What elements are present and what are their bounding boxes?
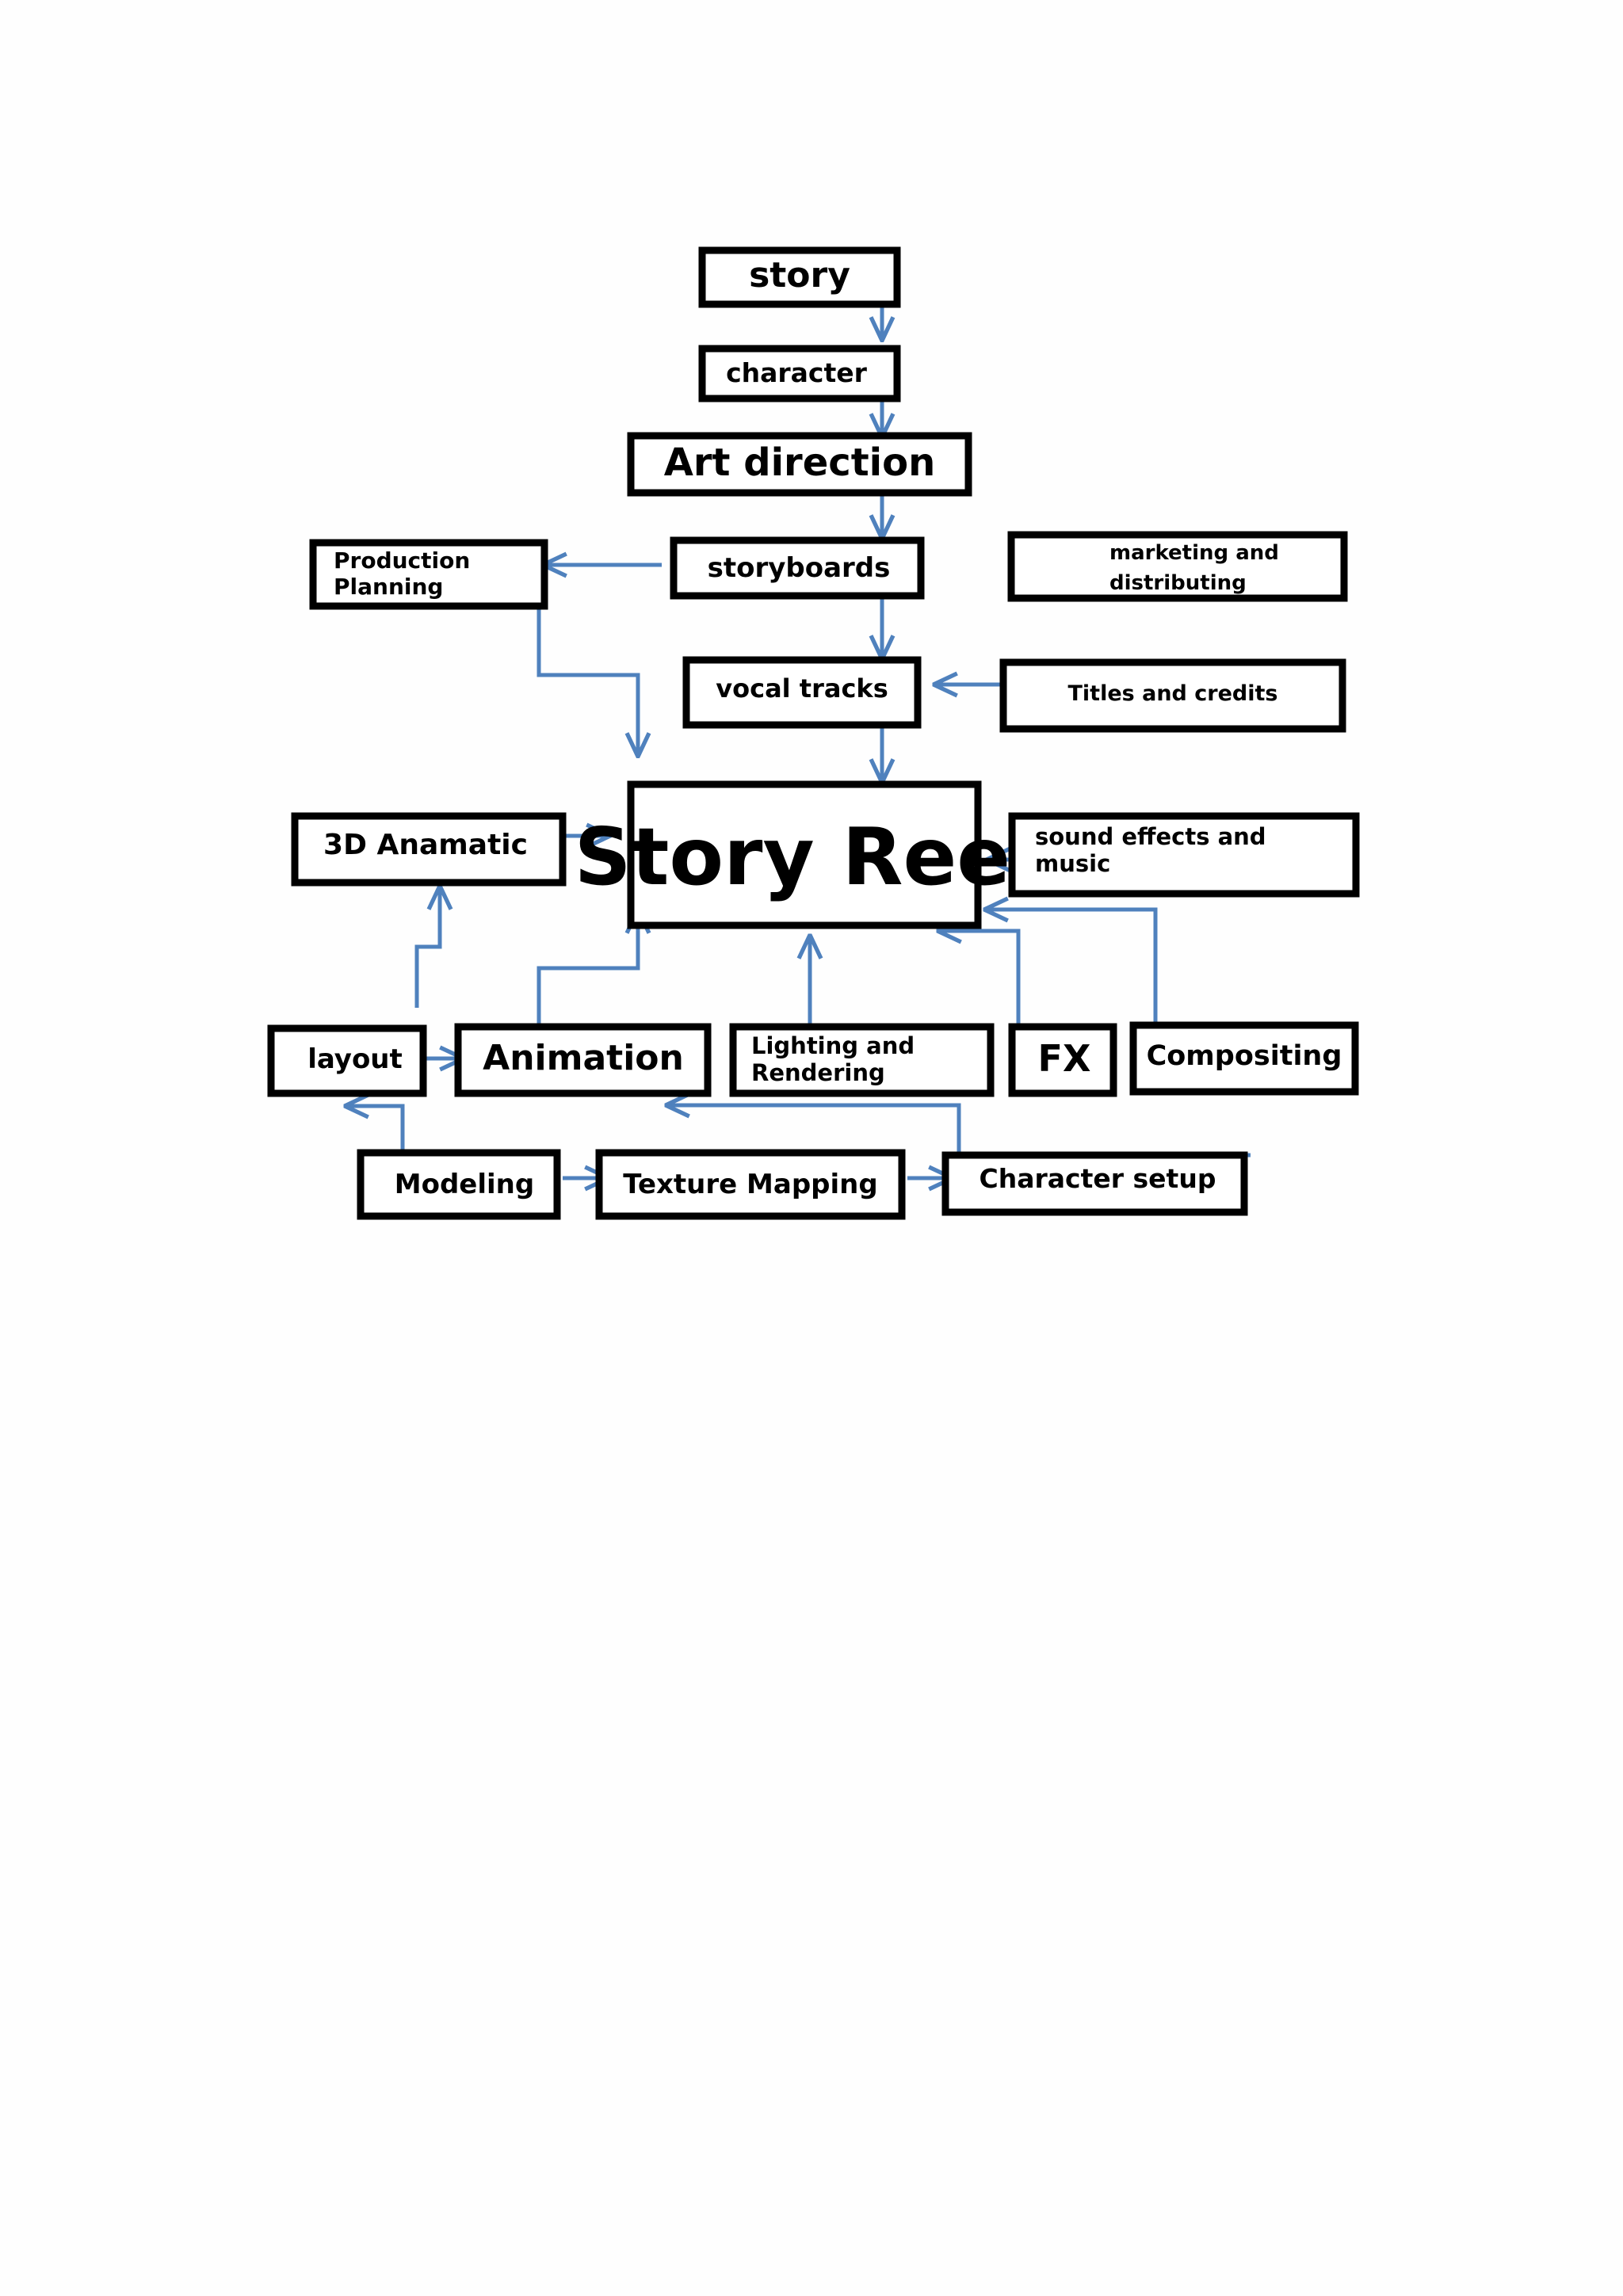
node-character-setup: Character setup (941, 1151, 1248, 1216)
node-layout: layout (267, 1024, 427, 1097)
node-vocal-tracks-label: vocal tracks (716, 673, 888, 704)
node-art-direction: Art direction (627, 432, 972, 497)
node-story: story (698, 246, 901, 308)
arrows-layer (345, 299, 1325, 1178)
arrow-production-planning-to-story-reel (537, 602, 638, 757)
arrow-animation-to-story-reel (537, 910, 638, 1028)
node-sound-effects: sound effects and music (1008, 812, 1360, 898)
node-marketing-line2: distributing (1109, 571, 1247, 595)
node-fx: FX (1008, 1023, 1117, 1097)
node-vocal-tracks: vocal tracks (682, 656, 922, 729)
node-story-label: story (749, 255, 850, 296)
arrow-character-setup-to-animation (666, 1105, 1251, 1158)
arrow-fx-to-story-reel (938, 931, 1103, 1032)
node-story-reel-label: Story Reel (575, 810, 1038, 903)
node-modeling-label: Modeling (395, 1169, 534, 1200)
node-character-label: character (726, 357, 868, 388)
node-sound-effects-line2: music (1035, 850, 1110, 877)
boxes-layer: story character Art direction storyboard… (267, 246, 1360, 1220)
node-compositing: Compositing (1129, 1021, 1359, 1096)
node-3d-anamatic-label: 3D Anamatic (323, 829, 528, 861)
node-fx-label: FX (1038, 1037, 1091, 1080)
node-storyboards: storyboards (670, 536, 925, 600)
node-layout-label: layout (307, 1043, 403, 1075)
node-production-planning-line1: Production (334, 547, 470, 574)
node-texture-mapping-label: Texture Mapping (623, 1169, 877, 1200)
arrow-compositing-to-story-reel (984, 910, 1325, 1032)
node-lighting-rendering-line1: Lighting and (751, 1032, 915, 1059)
node-marketing-line1: marketing and (1109, 541, 1279, 565)
node-art-direction-label: Art direction (664, 441, 936, 485)
node-marketing: marketing and distributing (1007, 531, 1348, 602)
node-sound-effects-line1: sound effects and (1035, 823, 1266, 850)
node-lighting-rendering: Lighting and Rendering (729, 1023, 995, 1097)
node-lighting-rendering-line2: Rendering (751, 1059, 885, 1086)
node-modeling: Modeling (357, 1149, 561, 1220)
node-animation-label: Animation (483, 1038, 684, 1078)
node-titles-credits: Titles and credits (999, 658, 1346, 733)
node-compositing-label: Compositing (1147, 1040, 1342, 1072)
arrow-layout-to-3d-anamatic (414, 886, 440, 1008)
arrow-modeling-to-layout (345, 1106, 464, 1158)
node-titles-credits-label: Titles and credits (1068, 681, 1278, 706)
node-story-reel: Story Reel (575, 780, 1038, 929)
node-production-planning-line2: Planning (334, 574, 443, 600)
node-texture-mapping: Texture Mapping (595, 1149, 906, 1220)
node-animation: Animation (454, 1023, 712, 1097)
node-3d-anamatic: 3D Anamatic (291, 812, 567, 887)
node-production-planning: Production Planning (309, 539, 548, 610)
node-character-setup-label: Character setup (980, 1163, 1216, 1194)
node-storyboards-label: storyboards (708, 552, 891, 584)
node-character: character (698, 345, 901, 402)
